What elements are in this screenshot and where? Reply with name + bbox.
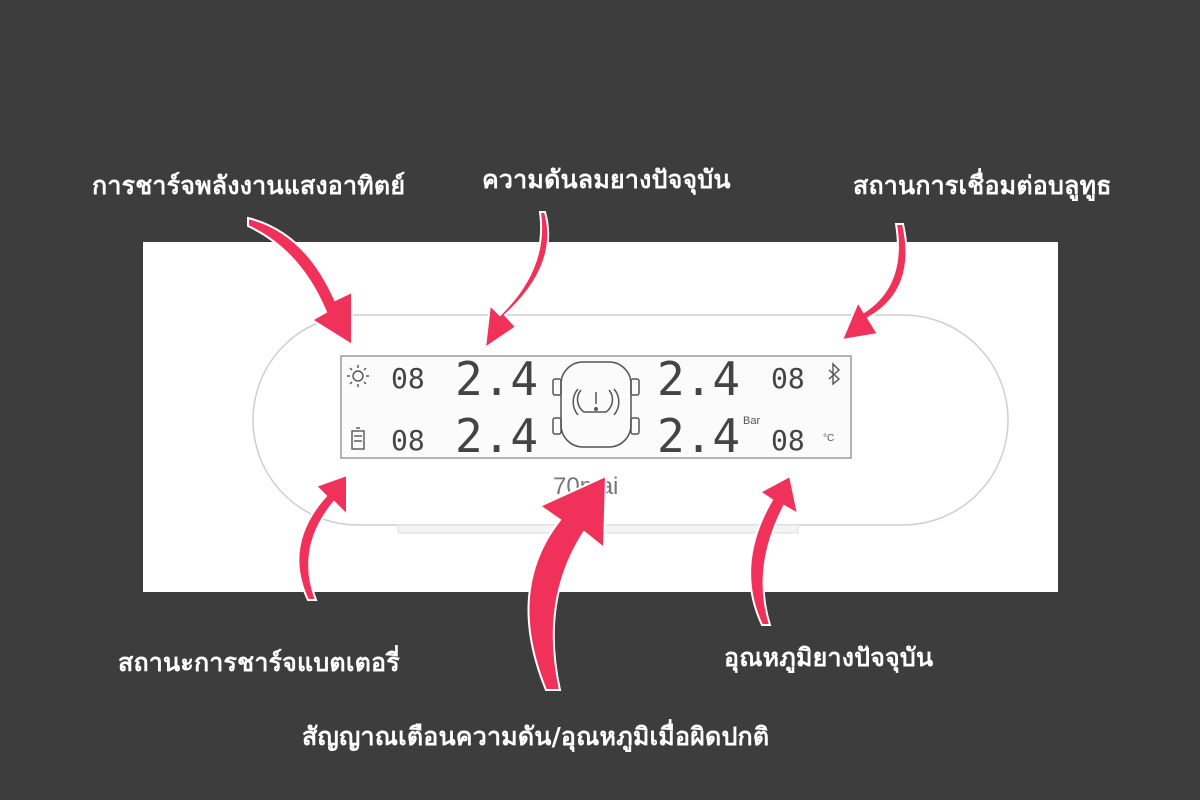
- temp-bottom-left: 08: [391, 424, 425, 457]
- pressure-front-left: 2.4: [455, 352, 538, 406]
- pressure-rear-right: 2.4: [657, 409, 740, 463]
- brand-logo: 70mai: [553, 473, 618, 500]
- label-alarm-signal: สัญญาณเตือนความดัน/อุณหภูมิเมื่อผิดปกติ: [302, 722, 770, 751]
- bluetooth-icon: [828, 362, 841, 386]
- sun-icon: [347, 365, 369, 387]
- pressure-rear-left: 2.4: [455, 409, 538, 463]
- temp-top-left: 08: [391, 362, 425, 395]
- temp-bottom-right: 08: [771, 424, 805, 457]
- tpms-warning-icon: [552, 361, 640, 448]
- label-battery-status: สถานะการชาร์จแบตเตอรี่: [118, 648, 400, 677]
- device-base: [397, 524, 799, 534]
- device-photo: 08 08 08 08 2.4 2.4 2.4 2.4 Bar °C 70mai: [143, 242, 1058, 592]
- temperature-unit: °C: [823, 433, 834, 444]
- tpms-display-device: 08 08 08 08 2.4 2.4 2.4 2.4 Bar °C 70mai: [252, 314, 1009, 534]
- label-bluetooth-status: สถานการเชื่อมต่อบลูทูธ: [853, 171, 1112, 200]
- pressure-unit: Bar: [743, 415, 760, 427]
- lcd-screen: [340, 355, 852, 459]
- pressure-front-right: 2.4: [657, 352, 740, 406]
- temp-top-right: 08: [771, 362, 805, 395]
- label-current-pressure: ความดันลมยางปัจจุบัน: [482, 165, 731, 194]
- label-current-temperature: อุณหภูมิยางปัจจุบัน: [724, 643, 934, 672]
- label-solar-charging: การชาร์จพลังงานแสงอาทิตย์: [92, 171, 406, 200]
- battery-icon: [351, 427, 365, 450]
